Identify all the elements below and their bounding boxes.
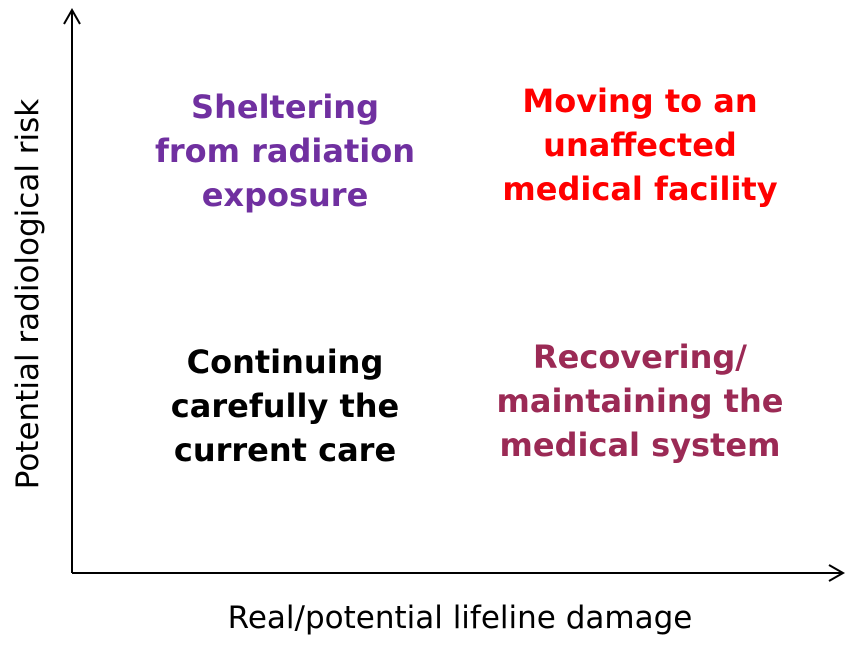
quadrant-continuing: Continuing carefully the current care xyxy=(130,340,440,472)
quadrant-sheltering: Sheltering from radiation exposure xyxy=(130,85,440,217)
quadrant-line: medical facility xyxy=(502,170,778,208)
quadrant-line: Continuing xyxy=(186,343,384,381)
x-axis-label: Real/potential lifeline damage xyxy=(227,600,693,636)
quadrant-moving: Moving to an unaffected medical facility xyxy=(485,79,795,211)
quadrant-line: unaffected xyxy=(543,126,737,164)
quadrant-line: exposure xyxy=(201,176,369,214)
quadrant-line: carefully the xyxy=(170,387,400,425)
y-axis-label: Potential radiological risk xyxy=(10,98,46,490)
quadrant-line: current care xyxy=(173,431,397,469)
x-axis-arrowhead xyxy=(828,564,846,582)
quadrant-line: Sheltering xyxy=(191,88,379,126)
quadrant-recovering: Recovering/ maintaining the medical syst… xyxy=(485,335,795,467)
quadrant-line: maintaining the xyxy=(496,382,784,420)
quadrant-line: medical system xyxy=(499,426,781,464)
quadrant-line: Moving to an xyxy=(522,82,758,120)
quadrant-line: Recovering/ xyxy=(533,338,747,376)
quadrant-line: from radiation xyxy=(154,132,416,170)
y-axis-arrowhead xyxy=(63,7,81,25)
